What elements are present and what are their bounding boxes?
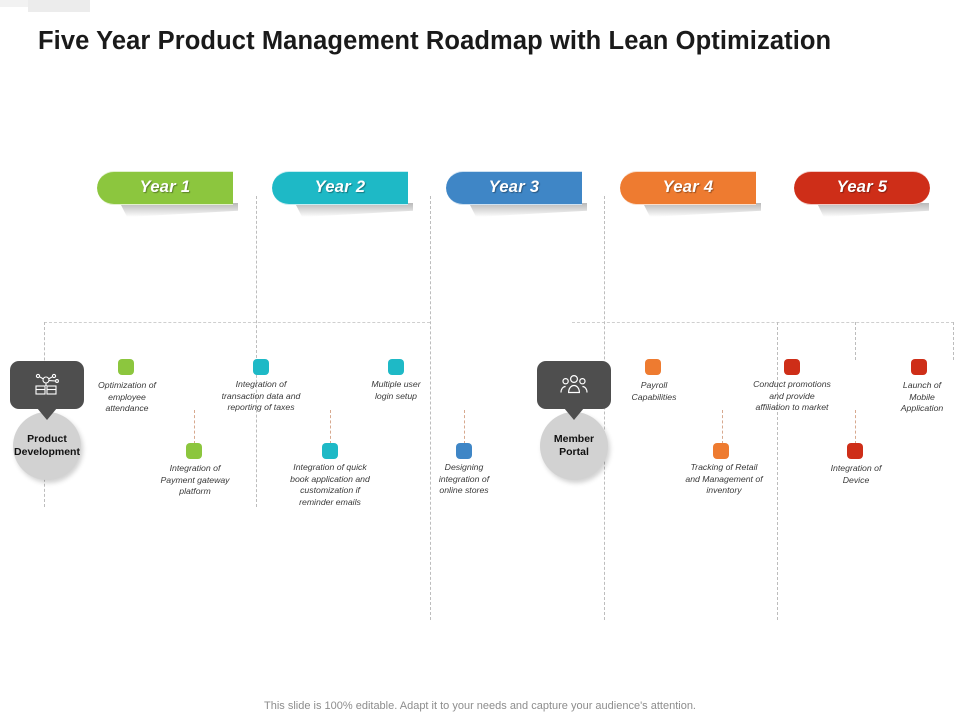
- member-portal-circle[interactable]: Member Portal: [540, 412, 608, 480]
- product-development-bubble[interactable]: [10, 361, 84, 409]
- milestone-marker-10[interactable]: [847, 443, 863, 459]
- milestone-text-10: Integration of Device: [830, 463, 882, 485]
- milestone-text-3: Integration of transaction data and repo…: [221, 379, 301, 413]
- timeline-axis-right: [572, 322, 954, 323]
- milestone-text-9: Conduct promotions and provide affiliati…: [753, 379, 831, 413]
- milestone-text-1: Optimization of employee attendance: [98, 380, 156, 414]
- product-development-icon: [10, 361, 84, 409]
- guide-line-6: [855, 322, 856, 360]
- member-portal-label: Member Portal: [553, 432, 595, 458]
- milestone-marker-8[interactable]: [713, 443, 729, 459]
- milestone-marker-5[interactable]: [388, 359, 404, 375]
- product-development-label: Product Development: [14, 432, 80, 458]
- banner-year-4-label: Year 4: [662, 177, 714, 196]
- milestone-marker-6[interactable]: [456, 443, 472, 459]
- members-group-icon: [537, 361, 611, 409]
- banner-year-5-shadow: [817, 203, 929, 217]
- milestone-text-2: Integration of Payment gateway platform: [160, 463, 230, 497]
- guide-line-5: [777, 322, 778, 620]
- milestone-text-7: Payroll Capabilities: [631, 380, 677, 402]
- stem-designing-stores: [464, 410, 465, 444]
- milestone-text-8: Tracking of Retail and Management of inv…: [685, 462, 763, 496]
- stem-payment-gateway: [194, 410, 195, 444]
- banner-year-4[interactable]: Year 4: [620, 171, 756, 205]
- stem-quickbook: [330, 410, 331, 444]
- banner-year-1-label: Year 1: [139, 177, 191, 196]
- milestone-text-4: Integration of quick book application an…: [290, 462, 370, 507]
- banner-year-2[interactable]: Year 2: [272, 171, 408, 205]
- stem-integration-device: [855, 410, 856, 444]
- banner-year-3[interactable]: Year 3: [446, 171, 582, 205]
- banner-year-4-shadow: [643, 203, 761, 217]
- milestone-marker-1[interactable]: [118, 359, 134, 375]
- milestone-marker-4[interactable]: [322, 443, 338, 459]
- page-title: Five Year Product Management Roadmap wit…: [38, 27, 832, 55]
- milestone-text-6: Designing integration of online stores: [438, 462, 490, 496]
- corner-accent-tab: [28, 0, 90, 12]
- guide-line-3: [430, 196, 431, 620]
- product-development-circle[interactable]: Product Development: [13, 412, 81, 480]
- banner-year-5[interactable]: Year 5: [794, 171, 930, 205]
- banner-year-3-shadow: [469, 203, 587, 217]
- stem-tracking-retail: [722, 410, 723, 444]
- guide-line-2: [256, 196, 257, 507]
- banner-year-3-label: Year 3: [488, 177, 540, 196]
- timeline-axis-left: [44, 322, 430, 323]
- milestone-marker-7[interactable]: [645, 359, 661, 375]
- slide-footer-note: This slide is 100% editable. Adapt it to…: [264, 700, 696, 712]
- banner-year-5-label: Year 5: [836, 177, 888, 196]
- member-portal-bubble[interactable]: [537, 361, 611, 409]
- milestone-marker-11[interactable]: [911, 359, 927, 375]
- guide-line-7: [953, 322, 954, 360]
- milestone-marker-2[interactable]: [186, 443, 202, 459]
- banner-year-1-shadow: [120, 203, 238, 217]
- milestone-text-5: Multiple user login setup: [371, 379, 421, 401]
- banner-year-2-label: Year 2: [314, 177, 366, 196]
- banner-year-2-shadow: [295, 203, 413, 217]
- milestone-marker-9[interactable]: [784, 359, 800, 375]
- banner-year-1[interactable]: Year 1: [97, 171, 233, 205]
- milestone-text-11: Launch of Mobile Application: [900, 380, 944, 414]
- milestone-marker-3[interactable]: [253, 359, 269, 375]
